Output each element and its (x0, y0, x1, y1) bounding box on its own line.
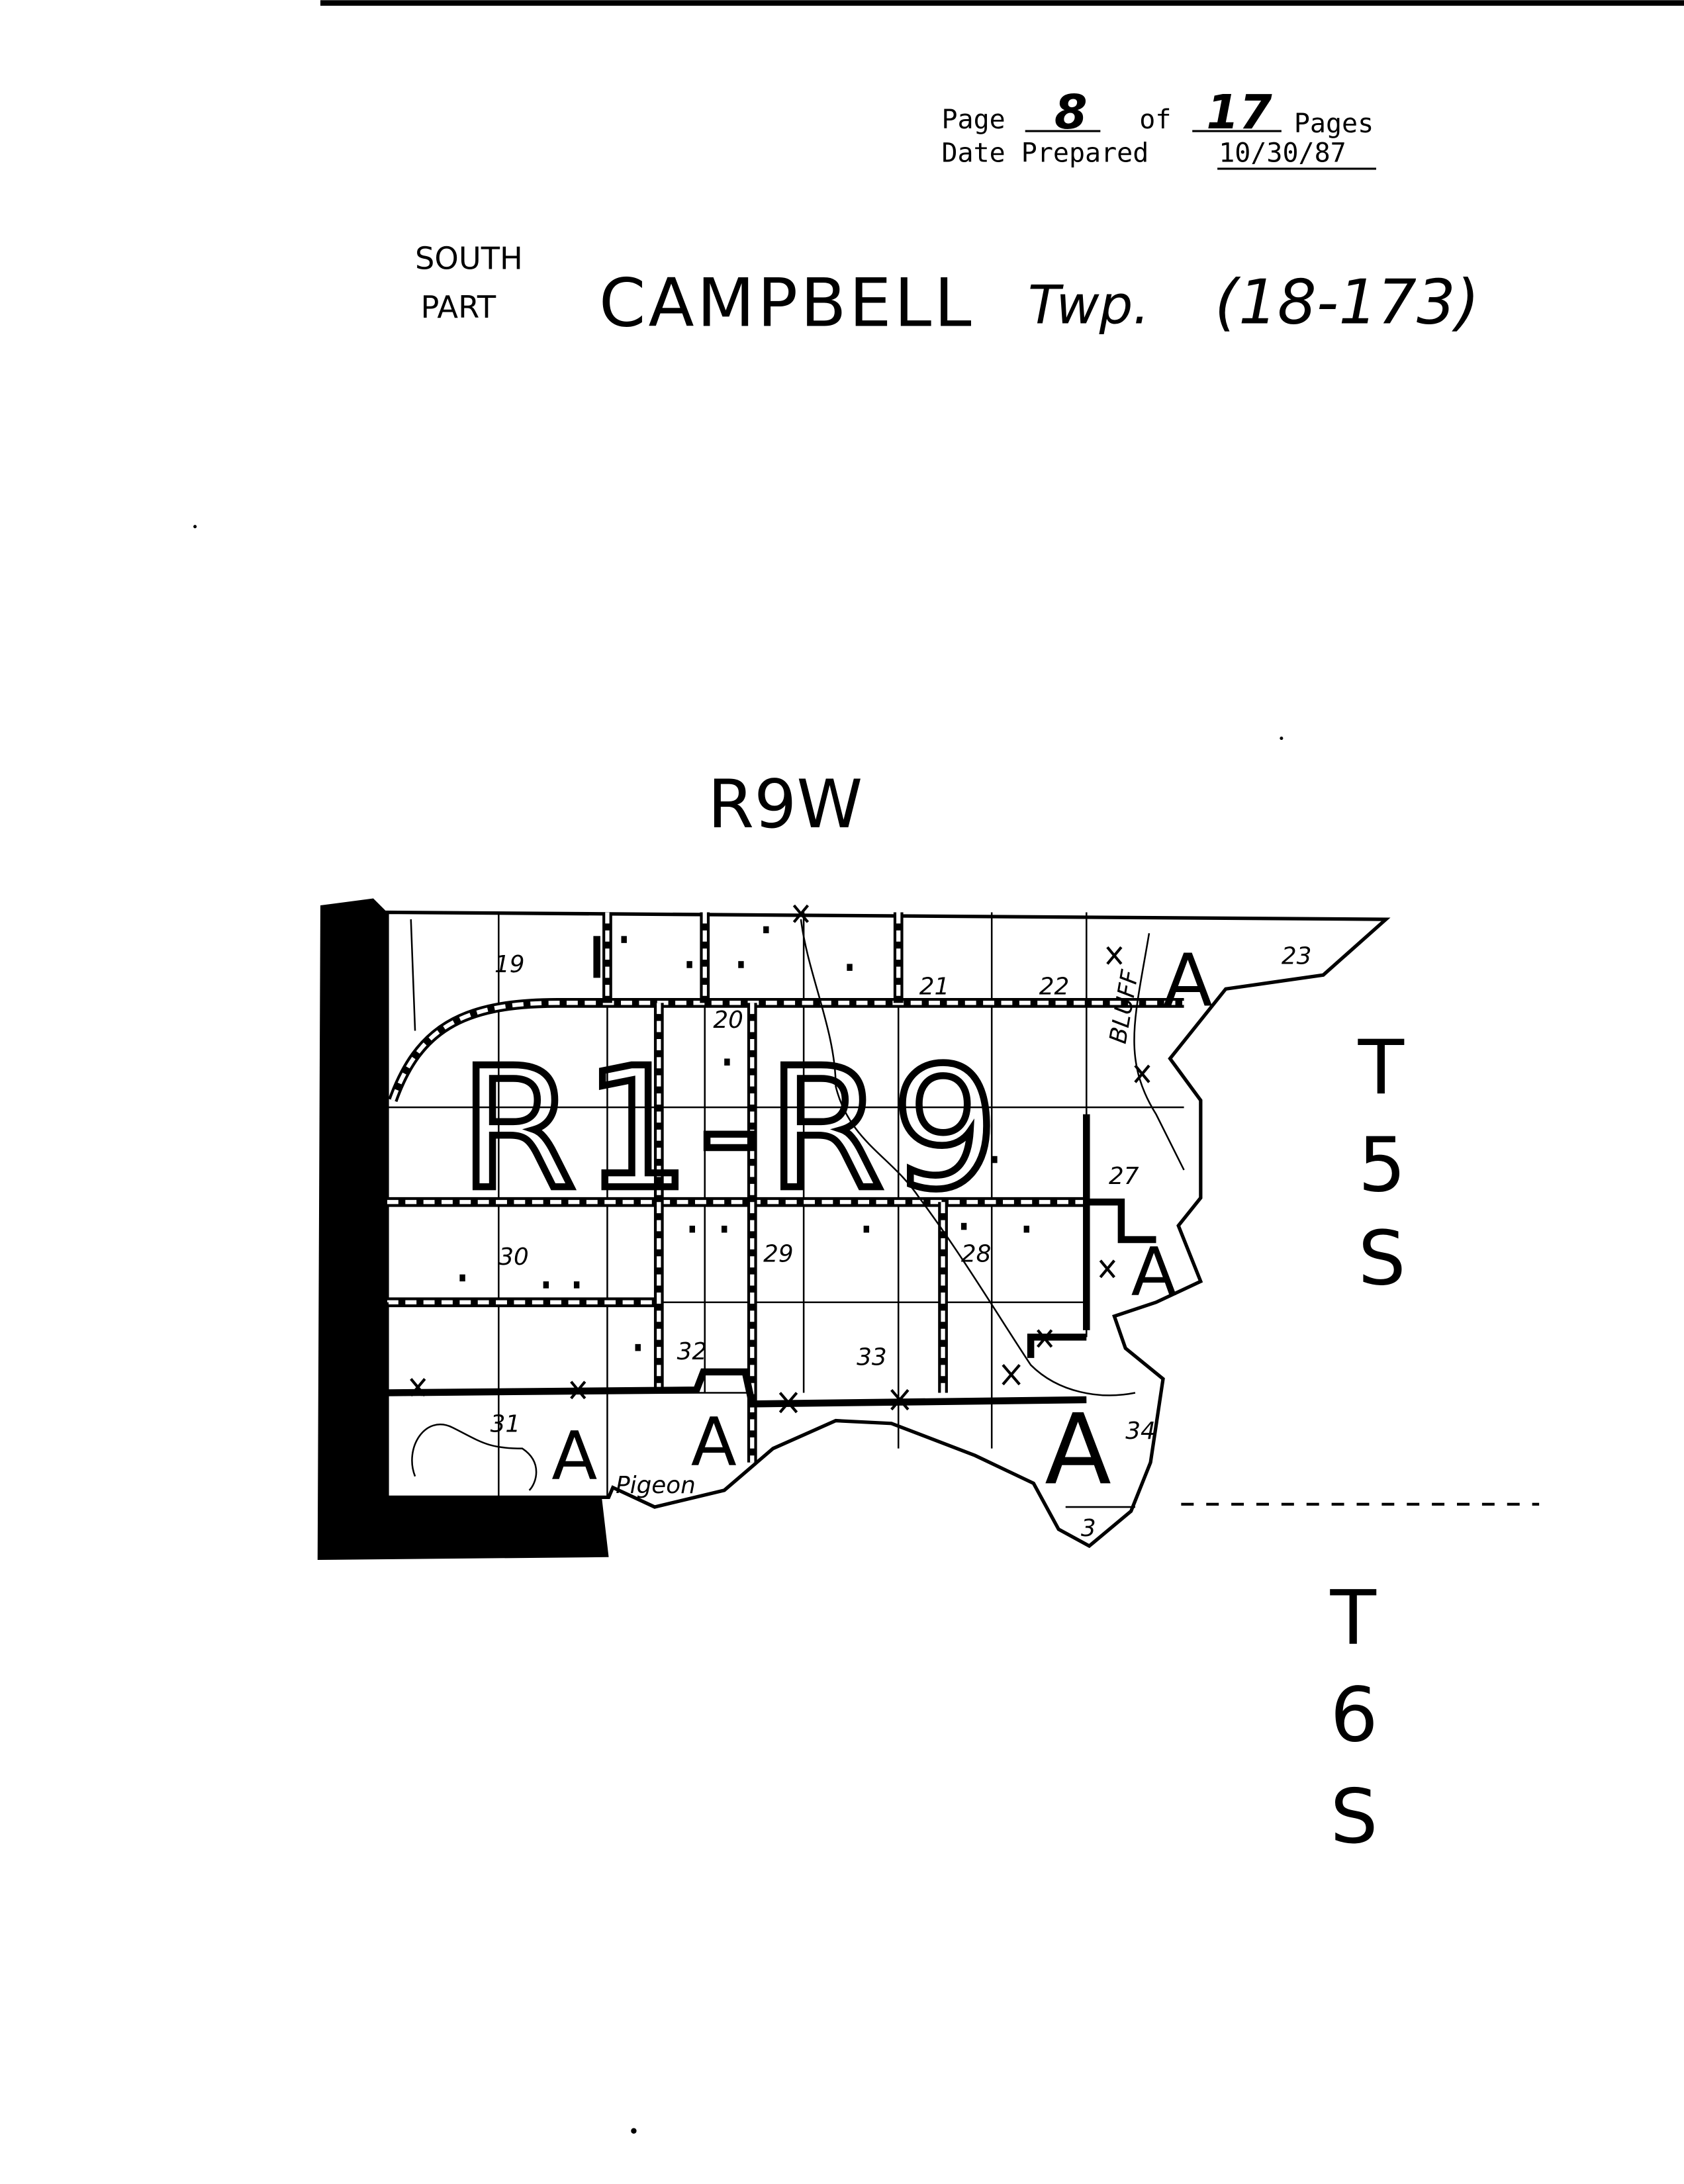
township-t5s: T 5 S (1358, 1024, 1406, 1302)
section-number: 21 (919, 974, 950, 1001)
section-number: 19 (494, 951, 525, 978)
section-number: 30 (498, 1244, 529, 1271)
zoning-annotation: R1-R9 (459, 1032, 1006, 1226)
title-township: CAMPBELL (599, 264, 974, 342)
t5s-letter: 5 (1358, 1121, 1406, 1208)
date-value: 10/30/87 (1219, 138, 1346, 168)
t5s-letter: S (1358, 1214, 1406, 1302)
section-number: 20 (713, 1007, 743, 1034)
section-number: 28 (961, 1241, 992, 1268)
page-header: Page 8 of 17 Pages Date Prepared 10/30/8… (941, 85, 1376, 170)
section-number: 22 (1039, 974, 1070, 1001)
total-pages: 17 (1206, 85, 1272, 140)
scan-speck (631, 2128, 637, 2134)
section-number: 34 (1125, 1418, 1156, 1445)
section-number: 31 (491, 1410, 521, 1437)
section-number: 27 (1109, 1163, 1139, 1190)
area-marker: A (551, 1417, 597, 1495)
township-t6s: T 6 S (1330, 1574, 1378, 1860)
section-number: 33 (857, 1343, 887, 1371)
page-label: Page (941, 105, 1005, 135)
township-map: R1-R9 A A A A A 19 20 21 22 23 27 28 29 … (317, 898, 1391, 1561)
scan-speck (1280, 737, 1284, 741)
title-part: PART (420, 289, 496, 325)
section-number: 23 (1282, 942, 1312, 970)
section-number: 32 (677, 1338, 708, 1365)
scan-edge (320, 0, 1684, 6)
map-border-block (317, 898, 609, 1561)
section-numbers: 19 20 21 22 23 27 28 29 30 31 32 33 34 3 (491, 942, 1312, 1542)
t6s-letter: S (1331, 1773, 1378, 1860)
title-twp: Twp. (1028, 274, 1150, 336)
of-label: of (1139, 105, 1171, 135)
date-label: Date Prepared (941, 138, 1148, 168)
fence-markers (410, 904, 1150, 1414)
page-number: 8 (1054, 85, 1088, 140)
title-code: (18-173) (1215, 266, 1479, 338)
area-marker: A (1045, 1392, 1111, 1506)
scan-speck (193, 525, 197, 529)
t6s-letter: T (1330, 1574, 1377, 1661)
building-dots (459, 926, 1030, 1351)
pages-label: Pages (1294, 109, 1374, 139)
area-marker: A (691, 1403, 737, 1481)
area-marker: A (1163, 938, 1213, 1023)
map-title: SOUTH PART CAMPBELL Twp. (18-173) (415, 240, 1479, 341)
range-label: R9W (708, 765, 863, 843)
streams (410, 919, 1185, 1491)
section-number: 29 (763, 1241, 794, 1268)
t6s-letter: 6 (1331, 1672, 1378, 1759)
roads (383, 912, 1184, 1498)
area-markers: A A A A A (551, 938, 1213, 1507)
title-south: SOUTH (415, 240, 523, 276)
pigeon-label: Pigeon (616, 1472, 696, 1499)
section-number: 3 (1081, 1515, 1096, 1542)
t5s-letter: T (1358, 1024, 1405, 1111)
area-marker: A (1131, 1233, 1177, 1311)
